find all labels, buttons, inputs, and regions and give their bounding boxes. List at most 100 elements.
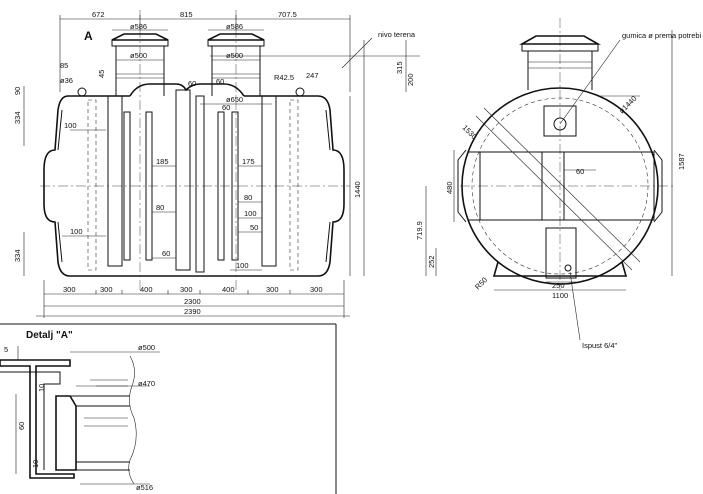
dim-45: 45 <box>97 70 106 78</box>
outlet-label: Ispust 6/4" <box>582 341 618 350</box>
dim-252: 252 <box>427 255 436 268</box>
dim-100-c: 100 <box>70 227 83 236</box>
dim-90: 90 <box>13 87 22 95</box>
dim-60-c: 60 <box>222 103 230 112</box>
side-outlet-hole <box>564 264 572 272</box>
dim-r50: R50 <box>473 275 489 291</box>
dim-250: 250 <box>552 281 565 290</box>
dim-50: 50 <box>250 223 258 232</box>
side-panel-right <box>563 151 655 221</box>
body-ribs <box>57 109 331 263</box>
detail-title: Detalj "A" <box>26 330 73 341</box>
side-panel-left <box>479 151 543 221</box>
seg-5: 400 <box>222 285 235 294</box>
dim-719-9: 719.9 <box>415 221 424 240</box>
seg-6: 300 <box>266 285 279 294</box>
dome-rim-right <box>207 39 265 47</box>
detail-marker-a: A <box>84 29 93 43</box>
side-rib-bulges <box>457 149 663 223</box>
dim-85: 85 <box>60 61 68 70</box>
dim-100-d: 100 <box>236 261 249 270</box>
side-dome-neck <box>527 51 593 90</box>
dim-334-bot: 334 <box>13 249 22 262</box>
seg-3: 400 <box>140 285 153 294</box>
detail-profile <box>0 359 75 479</box>
overall-2390: 2390 <box>184 307 201 316</box>
seg-7: 300 <box>310 285 323 294</box>
detail-dim-60: 60 <box>17 422 26 430</box>
dim-1440: 1440 <box>353 181 362 198</box>
side-base <box>492 261 628 277</box>
dome-neck-left <box>115 46 165 96</box>
lifting-eye-right <box>295 87 305 97</box>
dim-d1440: ø1440 <box>617 94 638 115</box>
detail-inner-wall <box>0 371 61 470</box>
dim-inner-d: ø650 <box>226 95 243 104</box>
dim-185: 185 <box>156 157 169 166</box>
detail-lid-section <box>55 395 77 471</box>
side-sump <box>545 227 577 279</box>
dim-315: 315 <box>395 61 404 74</box>
lifting-eye-left <box>77 87 87 97</box>
dim-80-b: 80 <box>244 193 252 202</box>
seg-1: 300 <box>63 285 76 294</box>
side-neck-rings <box>528 61 592 69</box>
gasket-label: gumica ø prema potrebi <box>622 31 702 40</box>
detail-d516: ø516 <box>136 483 153 492</box>
dim-60-a: 60 <box>188 79 196 88</box>
front-view: 672 815 707.5 ø586 ø586 ø500 ø500 ø650 8… <box>13 10 420 318</box>
dim-1100: 1100 <box>552 291 568 300</box>
detail-dim-10-a: 10 <box>37 384 46 392</box>
side-dimension-lines <box>425 30 673 341</box>
dim-1587: 1587 <box>677 153 686 170</box>
detail-dim-10-b: 10 <box>31 460 40 468</box>
dim-1530: 1530 <box>461 123 479 141</box>
dim-200: 200 <box>406 73 415 86</box>
dim-neck-left: ø500 <box>130 51 147 60</box>
detail-d500: ø500 <box>138 343 155 352</box>
overall-2300: 2300 <box>184 297 201 306</box>
detail-d470: ø470 <box>138 379 155 388</box>
side-inlet-pipe <box>553 117 567 131</box>
dim-dome-right: ø586 <box>226 22 243 31</box>
dim-175: 175 <box>242 157 255 166</box>
dim-60-b: 60 <box>216 77 224 86</box>
seg-2: 300 <box>100 285 113 294</box>
dim-247: 247 <box>306 71 319 80</box>
ground-label: nivo terena <box>378 30 416 39</box>
neck-ring-right <box>212 73 260 79</box>
side-dome-rim <box>521 43 599 52</box>
dim-334-top: 334 <box>13 111 22 124</box>
dim-100-b: 100 <box>244 209 257 218</box>
side-outer-circle <box>461 87 659 285</box>
dim-815: 815 <box>180 10 193 19</box>
dim-672: 672 <box>92 10 105 19</box>
detail-dim-5: 5 <box>4 345 8 354</box>
dim-100-a: 100 <box>64 121 77 130</box>
internal-pillars <box>87 89 299 273</box>
ground-leader <box>341 37 373 69</box>
dome-neck-right <box>211 46 261 96</box>
detail-dimension-lines <box>15 346 160 485</box>
detail-a: Detalj "A" 5 10 60 10 ø500 ø470 ø516 <box>0 323 337 494</box>
dim-radius: R42.5 <box>274 73 294 82</box>
side-dim-60: 60 <box>576 167 584 176</box>
neck-ring-left <box>116 73 164 79</box>
dim-dome-left: ø586 <box>130 22 147 31</box>
side-view: gumica ø prema potrebi ø1440 1530 60 480… <box>415 18 702 350</box>
dome-rim-left <box>111 39 169 47</box>
dim-36: ø36 <box>60 76 73 85</box>
dim-60-d: 60 <box>162 249 170 258</box>
side-inlet-block <box>543 105 577 137</box>
detail-break-line <box>128 355 137 485</box>
detail-lid-lines <box>70 395 130 471</box>
dim-neck-right: ø500 <box>226 51 243 60</box>
detail-hatch <box>84 379 128 427</box>
dimension-lines <box>23 15 407 318</box>
side-inner-circle <box>471 97 649 275</box>
seg-4: 300 <box>180 285 193 294</box>
dim-707-5: 707.5 <box>278 10 297 19</box>
dim-480: 480 <box>445 181 454 194</box>
dim-80-a: 80 <box>156 203 164 212</box>
